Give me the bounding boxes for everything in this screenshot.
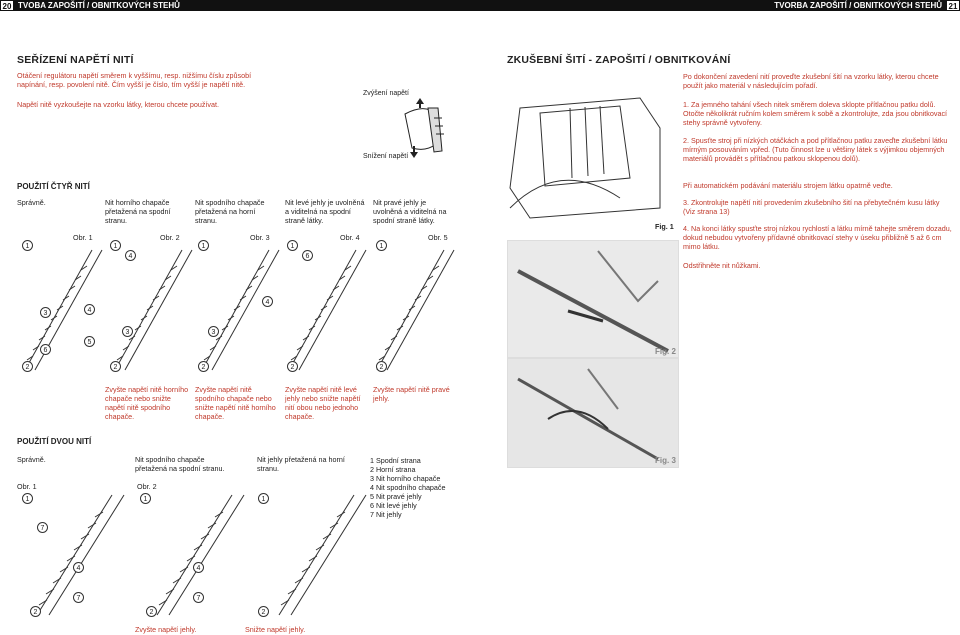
- two-col1-top: Správně.: [17, 455, 46, 464]
- two-obr1: Obr. 1: [17, 482, 37, 491]
- step-3-number: 3.: [683, 198, 689, 207]
- step-2: 2. Spusťte stroj při nízkých otáčkách a …: [683, 136, 953, 163]
- header-left-title: TVOBA ZAPOŠITÍ / OBNITKOVÝCH STEHŮ: [14, 0, 484, 11]
- legend-item: 4 Nit spodního chapače: [370, 483, 446, 492]
- step-4: 4. Na konci látky spusťte stroj nízkou r…: [683, 224, 953, 251]
- callout-5: 5: [84, 336, 95, 347]
- callout-2: 2: [376, 361, 387, 372]
- four-thread-stitch-diagrams: [24, 249, 455, 371]
- tension-intro: Otáčení regulátoru napětí směrem k vyšší…: [17, 71, 252, 89]
- callout-2: 2: [287, 361, 298, 372]
- tension-test-note: Napětí nitě vyzkoušejte na vzorku látky,…: [17, 100, 220, 109]
- two-col3-fix: Snižte napětí jehly.: [245, 625, 306, 634]
- legend-item: 5 Nit pravé jehly: [370, 492, 422, 501]
- step-2-note: Při automatickém podávání materiálu stro…: [683, 181, 893, 190]
- header-right-title: TVORBA ZAPOŠITÍ / OBNITKOVÝCH STEHŮ: [480, 0, 946, 11]
- callout-1: 1: [22, 240, 33, 251]
- callout-3: 3: [40, 307, 51, 318]
- two-col3-top: Nit jehly přetažená na horní stranu.: [257, 455, 345, 473]
- legend-item: 6 Nit levé jehly: [370, 501, 417, 510]
- step-1: 1. Za jemného tahání všech nitek směrem …: [683, 100, 953, 127]
- callout-1: 1: [140, 493, 151, 504]
- four-col4-top: Nit levé jehly je uvolněná a viditelná n…: [285, 198, 365, 225]
- legend-item: 3 Nit horního chapače: [370, 474, 441, 483]
- four-thread-title: POUŽITÍ ČTYŘ NITÍ: [17, 182, 90, 191]
- four-obr2: Obr. 2: [160, 233, 180, 242]
- dial-decrease-label: Snížení napětí: [363, 153, 409, 160]
- legend-item: 2 Horní strana: [370, 465, 416, 474]
- fig1-machine-illustration: [500, 68, 672, 228]
- four-col5-top: Nit pravé jehly je uvolněná a viditelná …: [373, 198, 447, 225]
- four-col3-top: Nit spodního chapače přetažená na horní …: [195, 198, 265, 225]
- callout-7: 7: [73, 592, 84, 603]
- callout-4: 4: [73, 562, 84, 573]
- four-obr4: Obr. 4: [340, 233, 360, 242]
- callout-2: 2: [258, 606, 269, 617]
- two-col2-top: Nit spodního chapače přetažená na spodní…: [135, 455, 225, 473]
- callout-4: 4: [262, 296, 273, 307]
- thread-legend: 1 Spodní strana 2 Horní strana 3 Nit hor…: [370, 456, 465, 519]
- callout-3: 3: [208, 326, 219, 337]
- callout-1: 1: [376, 240, 387, 251]
- tension-section-title: SEŘÍZENÍ NAPĚTÍ NITÍ: [17, 54, 134, 66]
- four-col4-fix: Zvyšte napětí nitě levé jehly nebo snižt…: [285, 385, 361, 421]
- legend-item: 7 Nit jehly: [370, 510, 402, 519]
- step-4-number: 4.: [683, 224, 689, 233]
- callout-6: 6: [40, 344, 51, 355]
- callout-1: 1: [22, 493, 33, 504]
- callout-4: 4: [193, 562, 204, 573]
- callout-2: 2: [22, 361, 33, 372]
- fig3-label: Fig. 3: [655, 456, 676, 465]
- four-col1-top: Správně.: [17, 198, 46, 207]
- callout-1: 1: [258, 493, 269, 504]
- callout-7: 7: [193, 592, 204, 603]
- cut-thread-note: Odstřihněte nit nůžkami.: [683, 261, 761, 270]
- fig2-photo: [507, 240, 679, 358]
- four-col5-fix: Zvyšte napětí nitě pravé jehly.: [373, 385, 450, 403]
- step-1-number: 1.: [683, 100, 689, 109]
- callout-6: 6: [302, 250, 313, 261]
- step-1-text: Za jemného tahání všech nitek směrem dol…: [683, 100, 948, 127]
- fig3-photo: [507, 358, 679, 468]
- callout-2: 2: [30, 606, 41, 617]
- step-2-text: Spusťte stroj při nízkých otáčkách a pod…: [683, 136, 948, 163]
- four-col2-top: Nit horního chapače přetažená na spodní …: [105, 198, 171, 225]
- four-obr5: Obr. 5: [428, 233, 448, 242]
- four-col2-fix: Zvyšte napětí nitě horního chapače nebo …: [105, 385, 189, 421]
- test-sewing-title: ZKUŠEBNÍ ŠITÍ - ZAPOŠITÍ / OBNITKOVÁNÍ: [507, 54, 731, 66]
- callout-2: 2: [198, 361, 209, 372]
- two-col2-fix: Zvyšte napětí jehly.: [135, 625, 197, 634]
- callout-4: 4: [125, 250, 136, 261]
- callout-2: 2: [110, 361, 121, 372]
- step-3: 3. Zkontrolujte napětí nití provedením z…: [683, 198, 953, 216]
- page-number-right: 21: [946, 0, 960, 11]
- dial-increase-label: Zvýšení napětí: [363, 90, 409, 97]
- callout-1: 1: [198, 240, 209, 251]
- step-3-text: Zkontrolujte napětí nití provedením zkuš…: [683, 198, 940, 216]
- four-obr1: Obr. 1: [73, 233, 93, 242]
- callout-1: 1: [110, 240, 121, 251]
- tension-dial-illustration: [404, 98, 444, 158]
- callout-4: 4: [84, 304, 95, 315]
- callout-2: 2: [146, 606, 157, 617]
- test-intro: Po dokončení zavedení nití proveďte zkuš…: [683, 72, 939, 90]
- legend-item: 1 Spodní strana: [370, 456, 421, 465]
- two-thread-title: POUŽITÍ DVOU NITÍ: [17, 437, 92, 446]
- two-obr2: Obr. 2: [137, 482, 157, 491]
- page-number-left: 20: [0, 0, 14, 11]
- four-obr3: Obr. 3: [250, 233, 270, 242]
- step-2-number: 2.: [683, 136, 689, 145]
- fig2-label: Fig. 2: [655, 347, 676, 356]
- four-col3-fix: Zvyšte napětí nitě spodního chapače nebo…: [195, 385, 276, 421]
- two-thread-stitch-diagrams: [36, 494, 367, 616]
- callout-3: 3: [122, 326, 133, 337]
- callout-1: 1: [287, 240, 298, 251]
- callout-7: 7: [37, 522, 48, 533]
- step-4-text: Na konci látky spusťte stroj nízkou rych…: [683, 224, 952, 251]
- fig1-label: Fig. 1: [655, 222, 674, 231]
